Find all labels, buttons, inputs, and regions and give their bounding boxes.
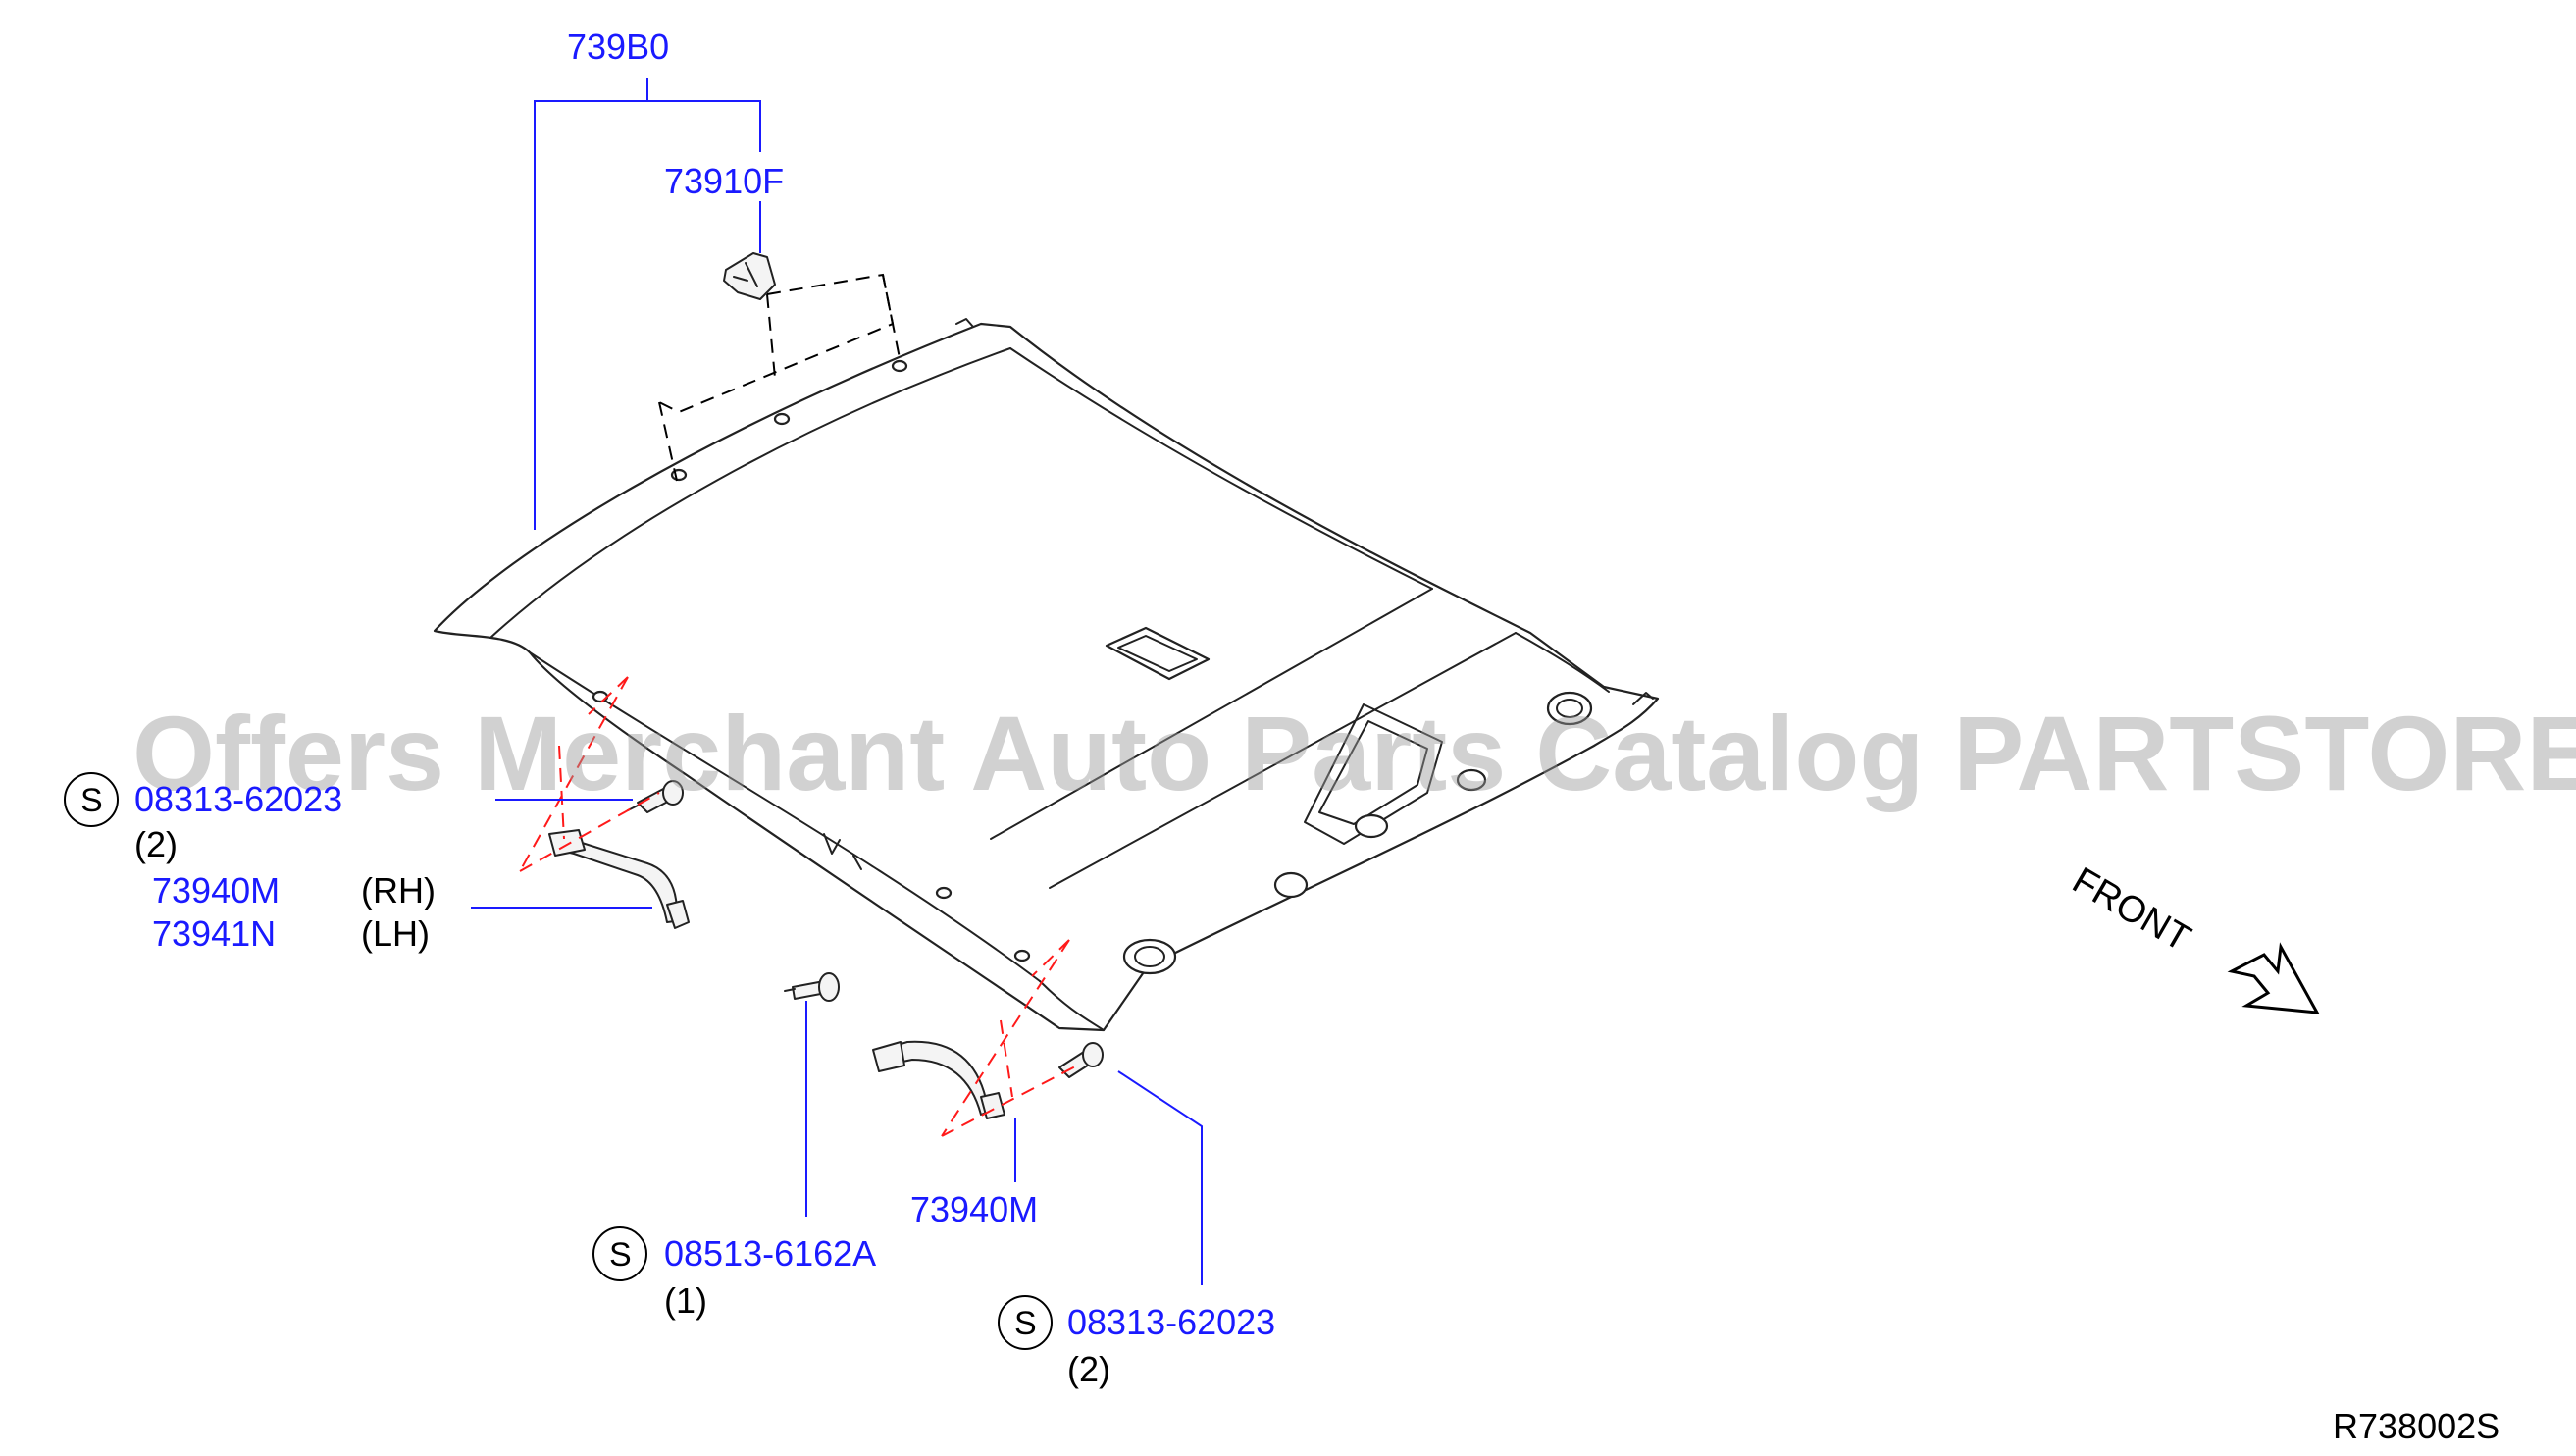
- clip-dashed-guide: [658, 273, 902, 482]
- screw-drawing: [627, 780, 684, 813]
- roof-headlining-drawing: [433, 318, 1660, 1032]
- red-guide-lower: [941, 939, 1080, 1137]
- bolt-drawing: [784, 972, 840, 1002]
- front-arrow-icon: [2227, 942, 2320, 1014]
- s-symbol-circle-bolt: [592, 1226, 647, 1281]
- part-number-headlining[interactable]: 739B0: [567, 26, 669, 67]
- clip-drawing: [723, 252, 776, 300]
- leader-lines: [471, 78, 1203, 1285]
- s-symbol-circle: [64, 772, 119, 827]
- front-label: FRONT: [2066, 859, 2197, 960]
- watermark: Offers Merchant Auto Parts Catalog PARTS…: [132, 694, 2576, 812]
- part-number-bolt[interactable]: 08513-6162A: [664, 1233, 876, 1274]
- s-symbol-circle-lower: [998, 1295, 1053, 1350]
- side-grip-lh: (LH): [361, 913, 430, 954]
- part-number-screw-upper[interactable]: 08313-62023: [134, 779, 342, 819]
- qty-screw-upper: (2): [134, 824, 178, 864]
- part-number-screw-lower[interactable]: 08313-62023: [1067, 1302, 1275, 1342]
- assist-grip-drawing-lower: [872, 1040, 1005, 1119]
- assist-grip-drawing: [548, 829, 690, 929]
- qty-bolt: (1): [664, 1280, 707, 1321]
- s-symbol-bolt: S: [609, 1236, 632, 1274]
- s-symbol-lower: S: [1014, 1305, 1037, 1342]
- s-symbol: S: [80, 782, 103, 819]
- side-grip-rh: (RH): [361, 870, 436, 910]
- diagram-ref: R738002S: [2333, 1406, 2499, 1446]
- part-number-grip-lower[interactable]: 73940M: [910, 1189, 1038, 1229]
- red-guide-upper-left: [519, 676, 660, 872]
- part-number-grip-rh[interactable]: 73940M: [152, 870, 280, 910]
- part-number-clip[interactable]: 73910F: [664, 161, 784, 201]
- qty-screw-lower: (2): [1067, 1349, 1110, 1389]
- part-number-grip-lh[interactable]: 73941N: [152, 913, 276, 954]
